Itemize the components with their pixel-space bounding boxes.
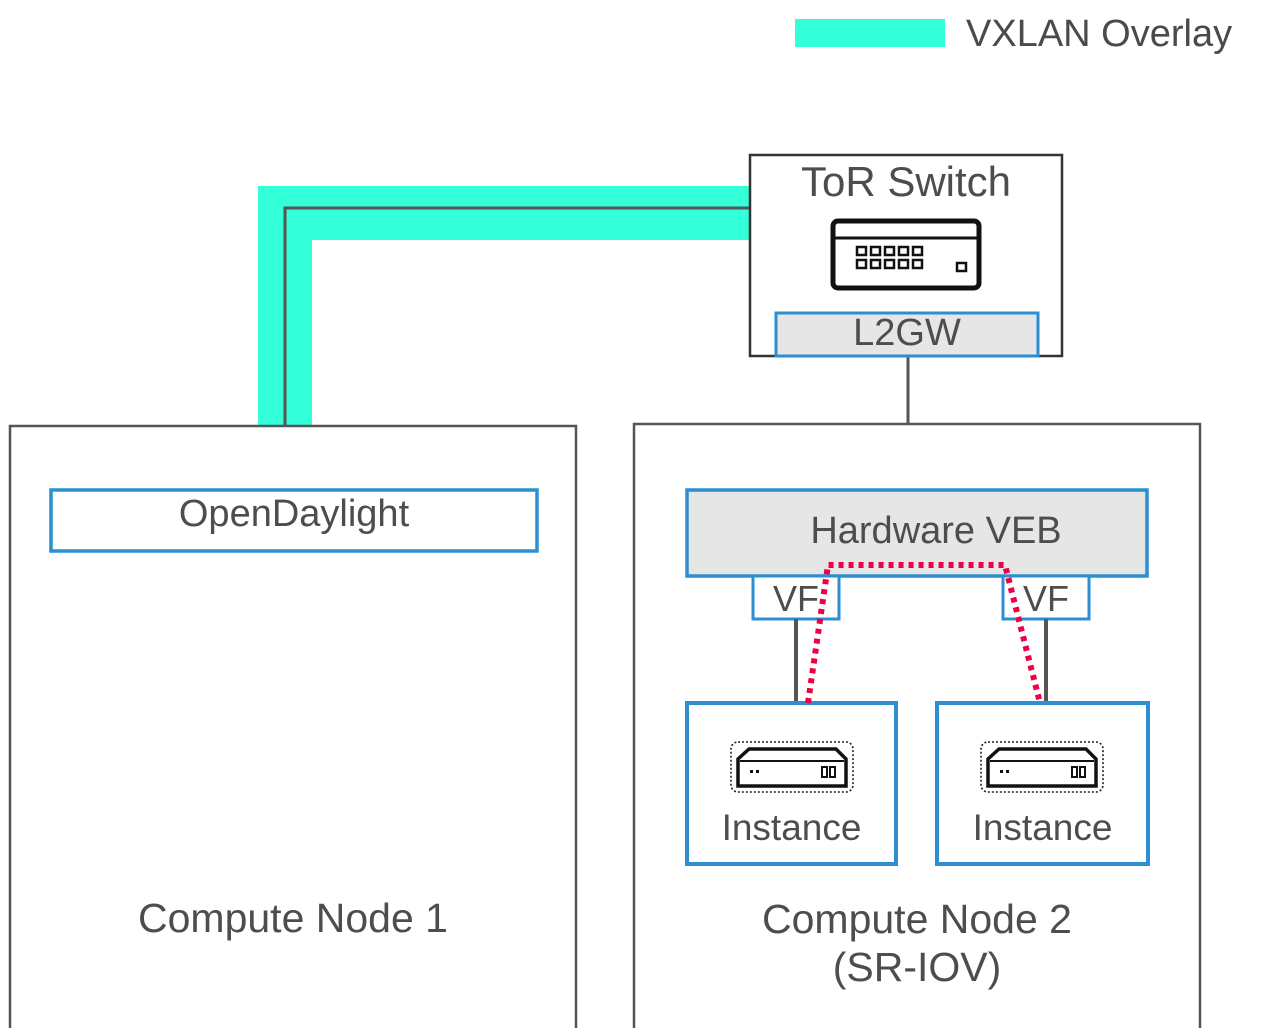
compute-node-2-box [632,422,1202,1028]
compute-node-1-title: Compute Node 1 [138,895,448,941]
vf-label-2: VF [1022,578,1069,619]
vxlan-overlay-path [258,186,750,426]
compute-node-2-title: Compute Node 2 (SR-IOV) [634,895,1200,991]
legend-label: VXLAN Overlay [966,13,1233,55]
hardware-veb-label: Hardware VEB [810,510,1062,552]
compute-node-2-title-line2: (SR-IOV) [832,944,1002,990]
compute-node-2-title-line1: Compute Node 2 [762,896,1072,942]
compute-node-1-box [8,424,578,1028]
l2gw-box [774,311,1040,358]
instance-label-2: Instance [972,807,1113,848]
vf-label-1: VF [772,578,819,619]
legend-swatch [795,19,945,47]
overlay-physical-link [283,206,750,426]
tor-switch-title: ToR Switch [800,158,1012,205]
server-instance-icon [730,741,854,793]
instance-label-1: Instance [721,807,862,848]
network-switch-icon [830,218,982,291]
server-instance-icon [980,741,1104,793]
hardware-veb-box [685,488,1149,578]
l2gw-label: L2GW [853,312,961,354]
opendaylight-box [49,488,539,553]
opendaylight-label: OpenDaylight [178,493,410,535]
